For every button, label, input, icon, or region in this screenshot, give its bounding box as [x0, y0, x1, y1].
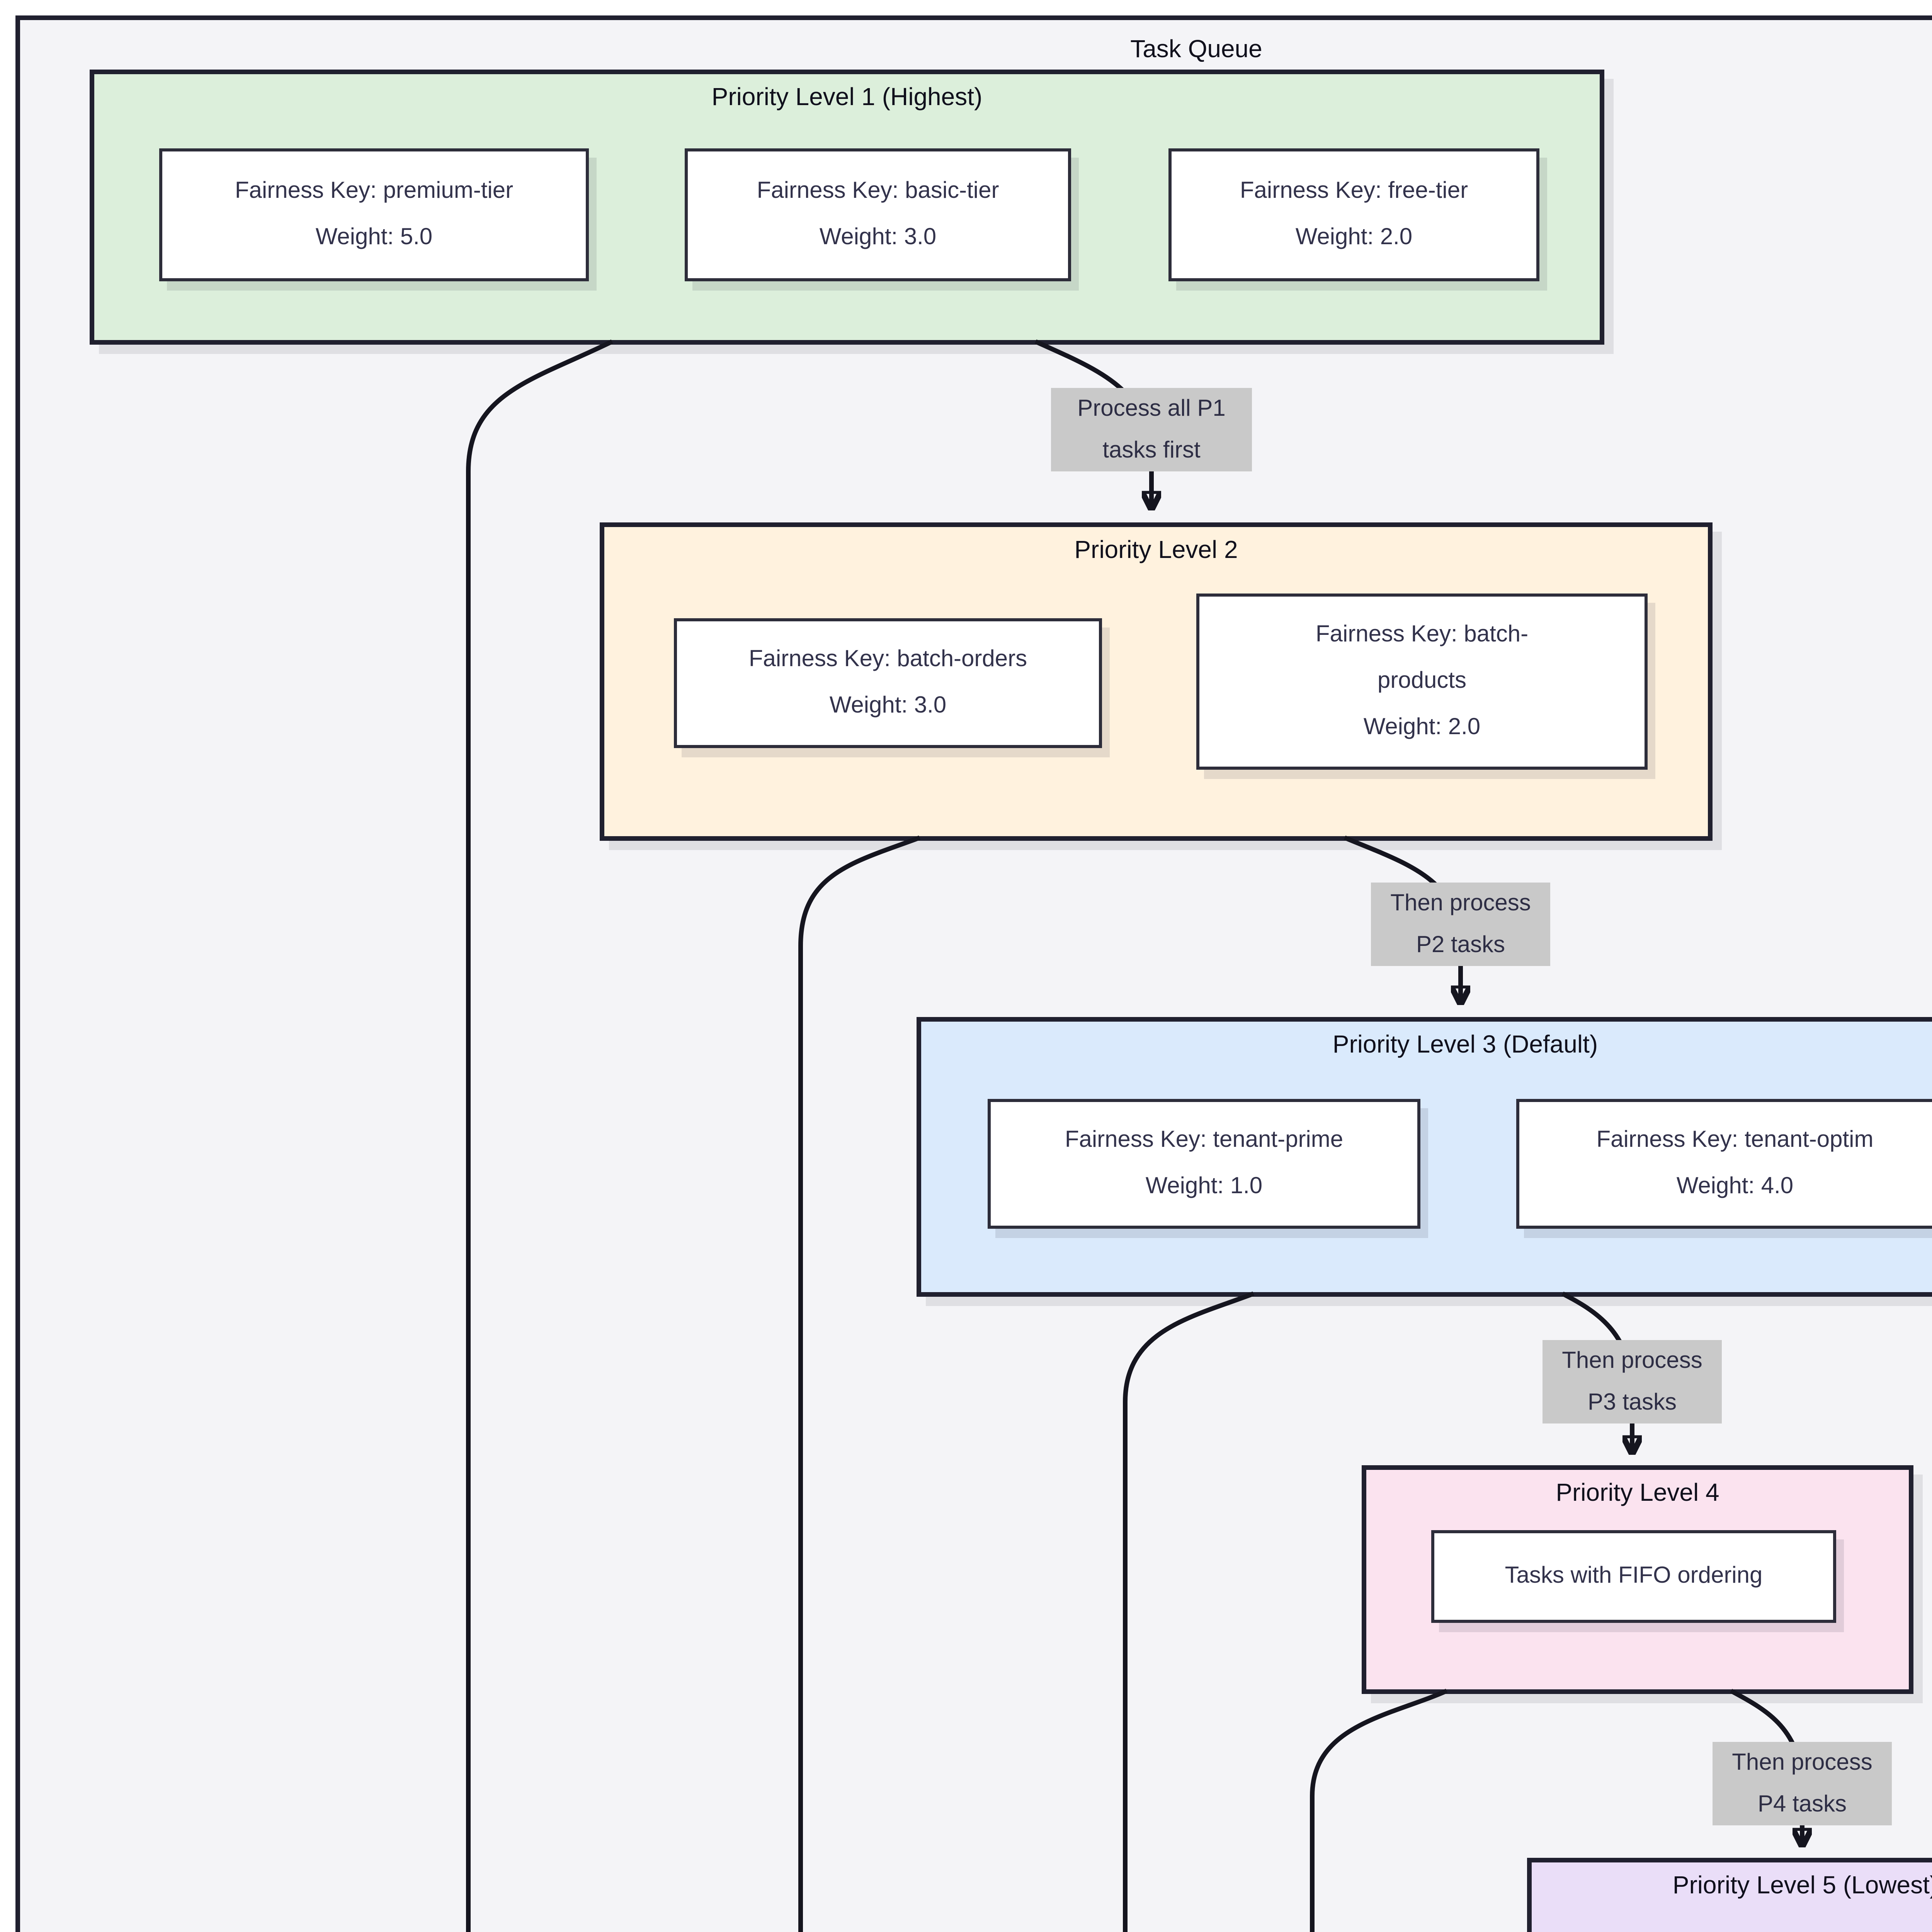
- edge-label-p4-to-p5: Then process P4 tasks: [1713, 1742, 1892, 1825]
- node-line: Weight: 3.0: [819, 224, 937, 250]
- node-line: Fairness Key: tenant-optim: [1596, 1127, 1874, 1153]
- node-tenant-prime: Fairness Key: tenant-prime Weight: 1.0: [988, 1099, 1420, 1229]
- node-line: Fairness Key: free-tier: [1240, 178, 1468, 204]
- edge-label-p2-to-p3: Then process P2 tasks: [1371, 883, 1550, 966]
- edge-label-line: Then process: [1390, 890, 1531, 917]
- level-p3: Priority Level 3 (Default) Fairness Key:…: [917, 1017, 1932, 1297]
- node-line: Weight: 5.0: [315, 224, 433, 250]
- node-line: Weight: 4.0: [1676, 1173, 1794, 1199]
- node-basic-tier: Fairness Key: basic-tier Weight: 3.0: [685, 148, 1071, 281]
- level-p2-title: Priority Level 2: [1074, 538, 1238, 564]
- edge-label-line: Then process: [1562, 1348, 1702, 1374]
- edge-label-line: P4 tasks: [1757, 1791, 1847, 1818]
- level-p2: Priority Level 2 Fairness Key: batch-ord…: [600, 522, 1713, 841]
- node-line: products: [1377, 668, 1467, 694]
- node-line: Fairness Key: premium-tier: [235, 178, 514, 204]
- node-line: Tasks with FIFO ordering: [1505, 1563, 1763, 1589]
- level-p5: Priority Level 5 (Lowest) Tasks with FIF…: [1527, 1858, 1932, 1932]
- node-line: Weight: 1.0: [1145, 1173, 1263, 1199]
- edge-label-line: Then process: [1732, 1750, 1872, 1776]
- node-line: Weight: 2.0: [1363, 714, 1481, 740]
- edge-label-line: P2 tasks: [1416, 932, 1505, 958]
- level-p4-title: Priority Level 4: [1556, 1481, 1719, 1507]
- node-line: Fairness Key: batch-: [1315, 621, 1529, 648]
- node-batch-products: Fairness Key: batch- products Weight: 2.…: [1196, 594, 1648, 770]
- node-line: Fairness Key: tenant-prime: [1065, 1127, 1344, 1153]
- level-p5-title: Priority Level 5 (Lowest): [1672, 1873, 1932, 1900]
- node-line: Weight: 3.0: [829, 692, 947, 719]
- node-fifo-p4: Tasks with FIFO ordering: [1431, 1530, 1836, 1623]
- node-line: Weight: 2.0: [1295, 224, 1413, 250]
- node-line: Fairness Key: batch-orders: [748, 646, 1027, 672]
- edge-label-p3-to-p4: Then process P3 tasks: [1543, 1340, 1722, 1423]
- level-p1: Priority Level 1 (Highest) Fairness Key:…: [90, 70, 1604, 345]
- level-p4: Priority Level 4 Tasks with FIFO orderin…: [1362, 1465, 1913, 1694]
- task-queue-container: Task Queue Priority Level 1 (Highest) Fa…: [15, 15, 1932, 1932]
- level-p3-title: Priority Level 3 (Default): [1332, 1032, 1598, 1059]
- node-line: Fairness Key: basic-tier: [757, 178, 999, 204]
- edge-label-line: Process all P1: [1077, 396, 1226, 422]
- edge-label-line: P3 tasks: [1587, 1389, 1677, 1416]
- node-batch-orders: Fairness Key: batch-orders Weight: 3.0: [674, 618, 1102, 748]
- node-free-tier: Fairness Key: free-tier Weight: 2.0: [1168, 148, 1539, 281]
- node-premium-tier: Fairness Key: premium-tier Weight: 5.0: [159, 148, 589, 281]
- edge-label-line: tasks first: [1102, 437, 1201, 464]
- level-p1-title: Priority Level 1 (Highest): [711, 85, 983, 111]
- edge-label-p1-to-p2: Process all P1 tasks first: [1051, 388, 1252, 471]
- node-tenant-optim: Fairness Key: tenant-optim Weight: 4.0: [1516, 1099, 1932, 1229]
- diagram-title: Task Queue: [1130, 37, 1262, 63]
